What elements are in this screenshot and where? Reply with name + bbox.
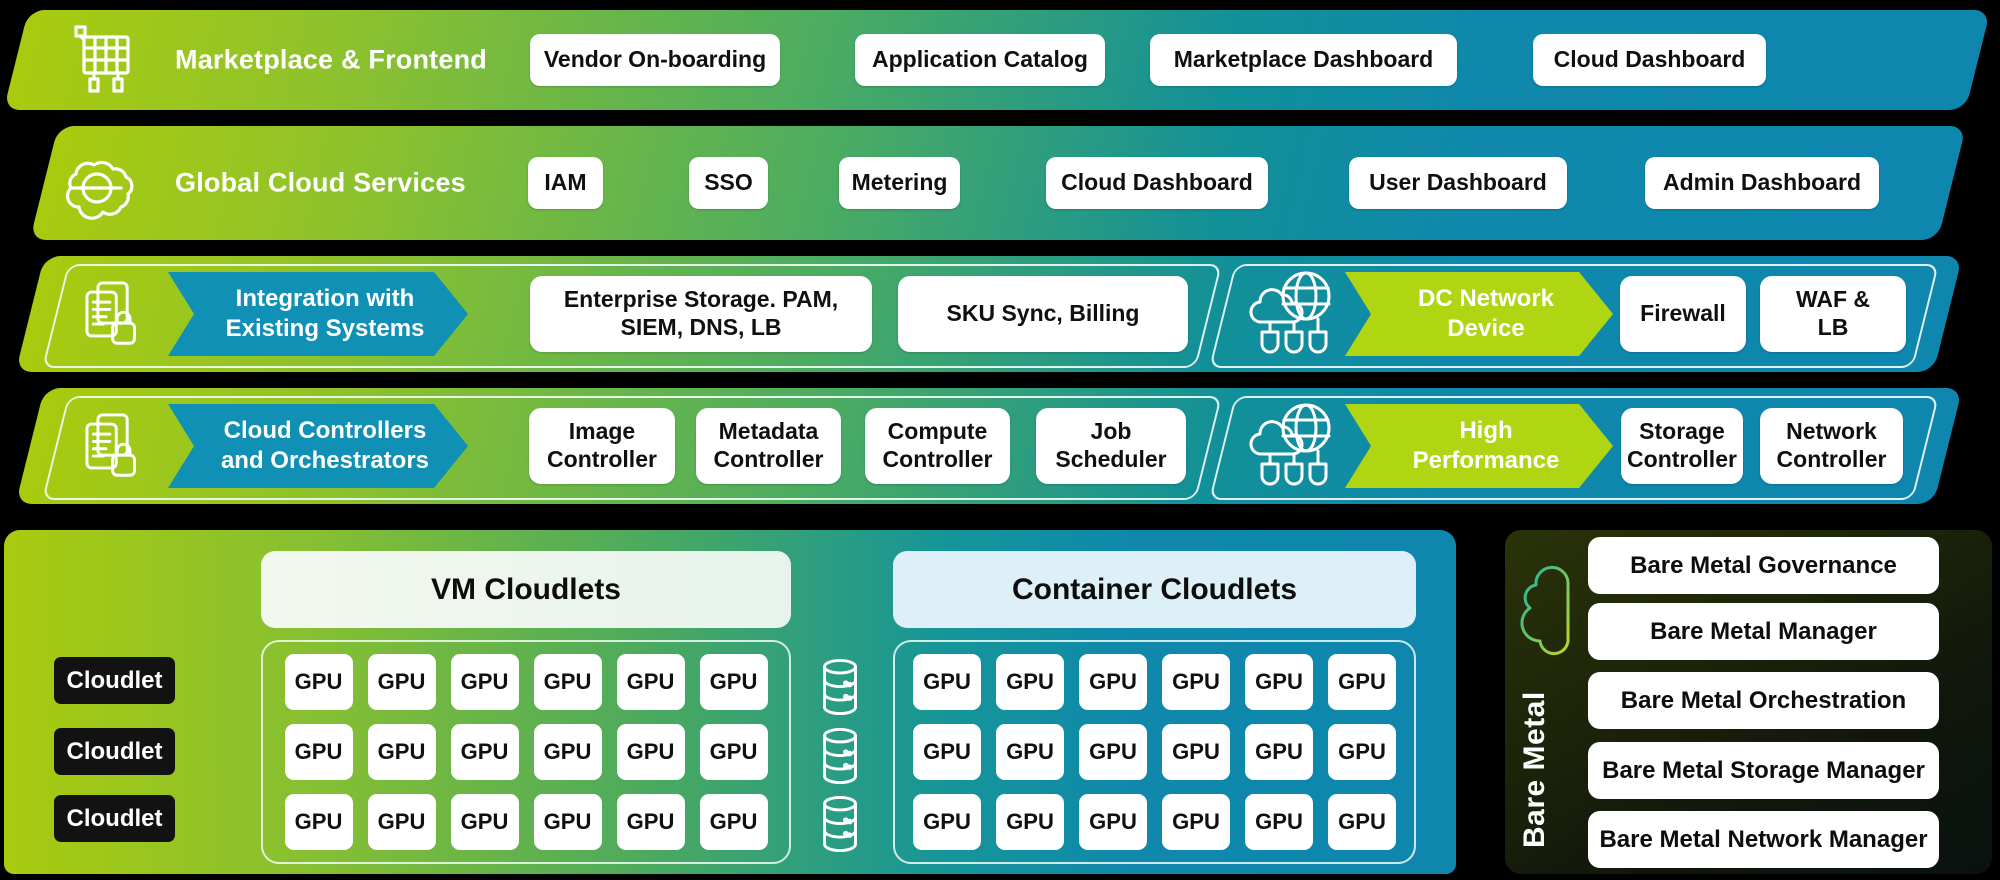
- gpu-chip: GPU: [533, 724, 602, 780]
- gpu-chip: GPU: [1328, 794, 1396, 850]
- band-title: Marketplace & Frontend: [175, 44, 487, 75]
- cloud-controllers-arrow: Cloud Controllers and Orchestrators: [168, 404, 468, 488]
- container-gpu-box: GPU GPU GPU GPU GPU GPU GPU GPU GPU GPU GPU GPU GPU G…: [893, 640, 1416, 864]
- pill-cloud-dashboard: Cloud Dashboard: [1046, 157, 1268, 209]
- gpu-chip: GPU: [284, 654, 353, 710]
- gpu-chip: GPU: [367, 654, 436, 710]
- database-icon: [818, 658, 862, 716]
- gpu-chip: GPU: [1245, 794, 1313, 850]
- gpu-chip: GPU: [996, 724, 1064, 780]
- pill-enterprise-storage: Enterprise Storage. PAM, SIEM, DNS, LB: [530, 276, 872, 352]
- pill-sso: SSO: [689, 157, 768, 209]
- high-performance-arrow: High Performance: [1345, 404, 1613, 488]
- band-integration: Integration with Existing Systems Enterp…: [15, 256, 1963, 372]
- pill-marketplace-dashboard: Marketplace Dashboard: [1150, 34, 1457, 86]
- cloudlet-label: Cloudlet: [54, 728, 175, 775]
- gpu-chip: GPU: [913, 794, 981, 850]
- vm-cloudlets-header: VM Cloudlets: [261, 551, 791, 628]
- bare-metal-panel: Bare Metal Bare Metal Governance Bare Me…: [1505, 530, 1992, 874]
- gpu-chip: GPU: [284, 794, 353, 850]
- gpu-chip: GPU: [996, 654, 1064, 710]
- gpu-chip: GPU: [367, 794, 436, 850]
- gpu-chip: GPU: [699, 794, 768, 850]
- gpu-chip: GPU: [1079, 724, 1147, 780]
- gpu-chip: GPU: [1245, 724, 1313, 780]
- pill-bare-metal-manager: Bare Metal Manager: [1588, 603, 1939, 660]
- gpu-chip: GPU: [913, 654, 981, 710]
- band-global-cloud-services: Global Cloud Services IAM SSO Metering C…: [29, 126, 1967, 240]
- gpu-chip: GPU: [1162, 654, 1230, 710]
- documents-lock-icon: [76, 409, 140, 483]
- gpu-chip: GPU: [913, 724, 981, 780]
- gpu-chip: GPU: [450, 654, 519, 710]
- pill-cloud-dashboard: Cloud Dashboard: [1533, 34, 1766, 86]
- pill-bare-metal-network-manager: Bare Metal Network Manager: [1588, 811, 1939, 868]
- network-cloud-icon: [1246, 400, 1338, 492]
- container-cloudlets-header: Container Cloudlets: [893, 551, 1416, 628]
- gpu-chip: GPU: [1328, 724, 1396, 780]
- pill-storage-controller: Storage Controller: [1621, 408, 1743, 484]
- container-gpu-grid: GPU GPU GPU GPU GPU GPU GPU GPU GPU GPU GPU GPU GPU G…: [913, 654, 1396, 850]
- pill-bare-metal-governance: Bare Metal Governance: [1588, 537, 1939, 594]
- pill-application-catalog: Application Catalog: [855, 34, 1105, 86]
- pill-network-controller: Network Controller: [1760, 408, 1903, 484]
- pill-bare-metal-storage-manager: Bare Metal Storage Manager: [1588, 742, 1939, 799]
- cloudlet-label: Cloudlet: [54, 795, 175, 842]
- gpu-chip: GPU: [1079, 794, 1147, 850]
- cloudlet-label: Cloudlet: [54, 657, 175, 704]
- pill-admin-dashboard: Admin Dashboard: [1645, 157, 1879, 209]
- cloud-globe-icon: [55, 141, 139, 225]
- pill-iam: IAM: [528, 157, 603, 209]
- network-cloud-icon: [1246, 268, 1338, 360]
- pill-sku-sync-billing: SKU Sync, Billing: [898, 276, 1188, 352]
- gpu-chip: GPU: [450, 724, 519, 780]
- pill-user-dashboard: User Dashboard: [1349, 157, 1567, 209]
- gpu-chip: GPU: [1162, 724, 1230, 780]
- gpu-chip: GPU: [699, 724, 768, 780]
- gpu-chip: GPU: [1245, 654, 1313, 710]
- gpu-chip: GPU: [616, 724, 685, 780]
- shopping-cart-icon: [68, 24, 140, 96]
- pill-job-scheduler: Job Scheduler: [1036, 408, 1186, 484]
- pill-firewall: Firewall: [1620, 276, 1746, 352]
- pill-metadata-controller: Metadata Controller: [696, 408, 841, 484]
- pill-vendor-onboarding: Vendor On-boarding: [530, 34, 780, 86]
- database-icon: [818, 795, 862, 853]
- gpu-chip: GPU: [533, 794, 602, 850]
- bare-metal-title: Bare Metal: [1518, 691, 1551, 849]
- gpu-chip: GPU: [1328, 654, 1396, 710]
- gpu-chip: GPU: [616, 654, 685, 710]
- gpu-chip: GPU: [616, 794, 685, 850]
- gpu-chip: GPU: [1079, 654, 1147, 710]
- gpu-chip: GPU: [284, 724, 353, 780]
- dc-network-device-arrow: DC Network Device: [1345, 272, 1613, 356]
- gpu-chip: GPU: [1162, 794, 1230, 850]
- gpu-chip: GPU: [450, 794, 519, 850]
- pill-compute-controller: Compute Controller: [865, 408, 1010, 484]
- band-marketplace-frontend: Marketplace & Frontend Vendor On-boardin…: [3, 10, 1991, 110]
- pill-bare-metal-orchestration: Bare Metal Orchestration: [1588, 672, 1939, 729]
- integration-arrow: Integration with Existing Systems: [168, 272, 468, 356]
- gpu-chip: GPU: [533, 654, 602, 710]
- band-title: Global Cloud Services: [175, 167, 466, 198]
- band-controllers: Cloud Controllers and Orchestrators Imag…: [15, 388, 1963, 504]
- database-icon: [818, 727, 862, 785]
- gpu-chip: GPU: [367, 724, 436, 780]
- pill-image-controller: Image Controller: [529, 408, 675, 484]
- gpu-chip: GPU: [996, 794, 1064, 850]
- pill-metering: Metering: [839, 157, 960, 209]
- pill-waf-lb: WAF & LB: [1760, 276, 1906, 352]
- cloud-outline-icon: [1510, 558, 1580, 662]
- documents-lock-icon: [76, 277, 140, 351]
- gpu-chip: GPU: [699, 654, 768, 710]
